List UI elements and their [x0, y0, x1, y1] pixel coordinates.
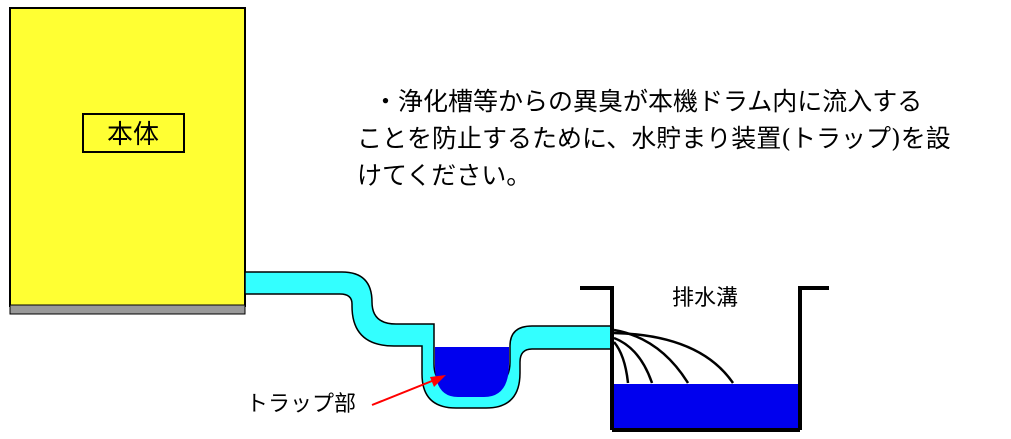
trap-pointer-line [371, 380, 433, 406]
unit-body [9, 7, 246, 307]
trap-water [435, 347, 509, 397]
drain-ditch-right-wall [798, 286, 829, 430]
water-streams [613, 328, 735, 384]
drain-label: 排水溝 [672, 286, 738, 311]
unit-label: 本体 [107, 120, 159, 150]
trap-pointer-arrowhead [430, 375, 446, 387]
notice-line-3: けてください。 [357, 161, 531, 190]
notice-line-2: ことを防止するために、水貯まり装置(トラップ)を設 [357, 124, 951, 153]
unit-base [9, 304, 246, 315]
ditch-water [614, 384, 798, 428]
drain-ditch-left-wall [580, 286, 614, 430]
unit-label-box [82, 113, 185, 153]
water-stream [613, 336, 654, 384]
notice-text: ・浄化槽等からの異臭が本機ドラム内に流入する ことを防止するために、水貯まり装置… [357, 87, 951, 190]
water-stream [613, 331, 735, 384]
water-stream [613, 328, 690, 384]
trap-label: トラップ部 [246, 392, 356, 417]
notice-line-1: ・浄化槽等からの異臭が本機ドラム内に流入する [373, 87, 922, 116]
drain-pipe [244, 271, 613, 409]
water-stream [613, 341, 630, 384]
